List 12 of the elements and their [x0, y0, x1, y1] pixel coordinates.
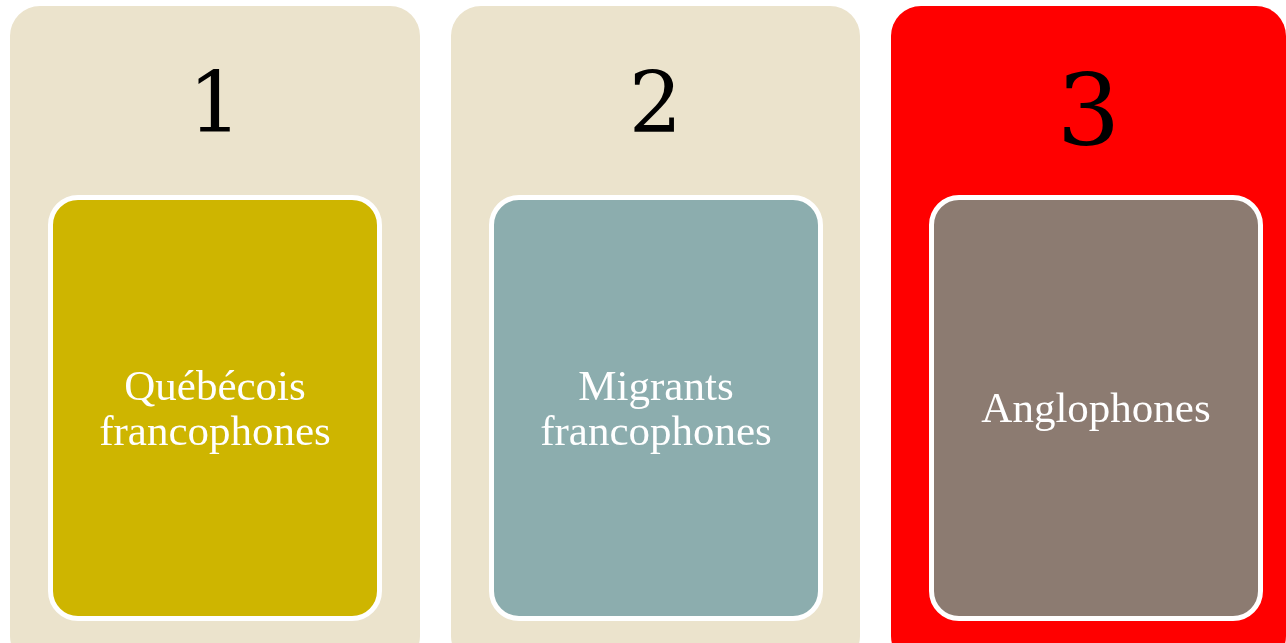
group-label: Anglophones: [981, 385, 1211, 431]
text-box: [929, 195, 1263, 621]
text-box: [48, 195, 382, 621]
group-label: Québécois francophones: [98, 362, 332, 454]
group-label: Migrants francophones: [539, 362, 773, 454]
rank-number: 3: [1056, 61, 1121, 161]
rank-number: 1: [188, 61, 242, 145]
rank-number: 2: [628, 61, 683, 145]
category-panel: [10, 6, 420, 643]
category-panel: [891, 6, 1286, 643]
text-box: [489, 195, 823, 621]
category-panel: [451, 6, 860, 643]
